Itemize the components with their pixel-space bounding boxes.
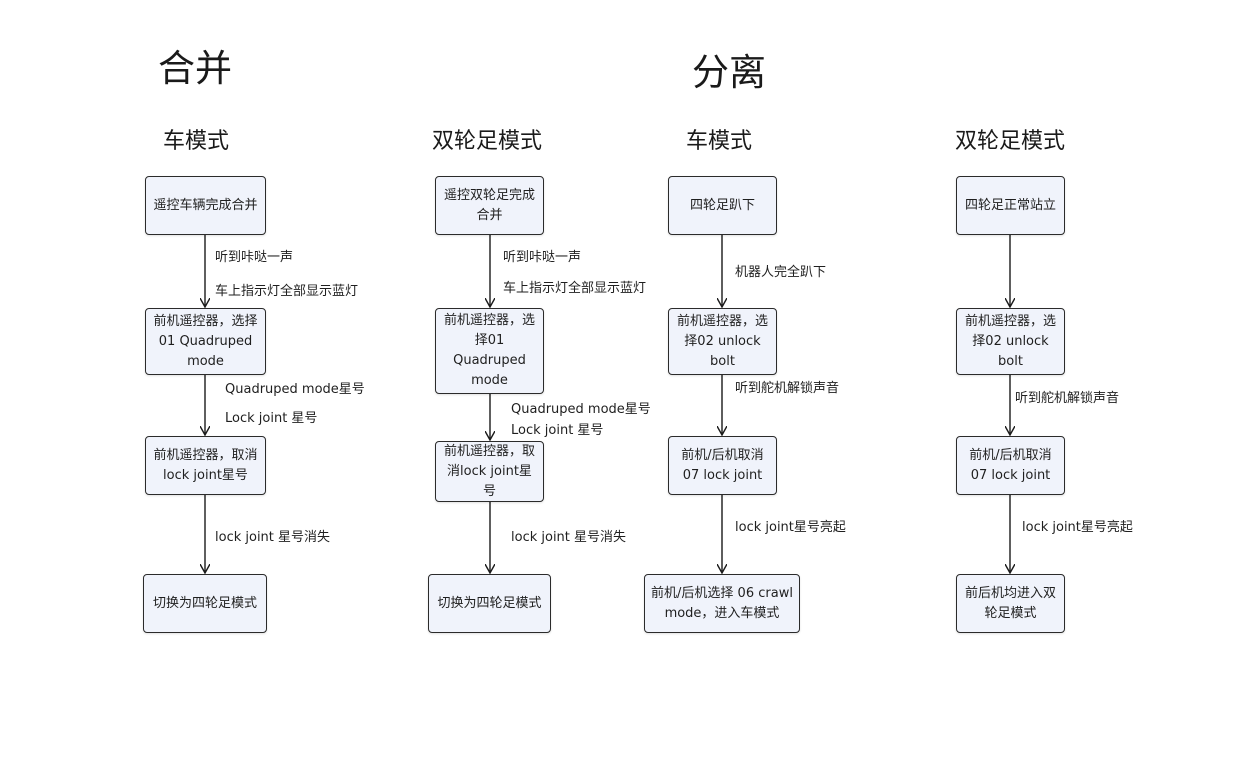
edge-label-merge-car-2a: Quadruped mode星号 — [225, 382, 365, 397]
flow-node-merge-car-1: 遥控车辆完成合并 — [145, 176, 266, 235]
flow-node-merge-biped-3: 前机遥控器，取消lock joint星号 — [435, 441, 544, 502]
flow-node-split-car-4: 前机/后机选择 06 crawl mode，进入车模式 — [644, 574, 800, 633]
flow-node-split-biped-1: 四轮足正常站立 — [956, 176, 1065, 235]
flow-node-merge-car-3: 前机遥控器，取消lock joint星号 — [145, 436, 266, 495]
edge-label-merge-car-2b: Lock joint 星号 — [225, 411, 318, 426]
flow-node-merge-biped-1: 遥控双轮足完成合并 — [435, 176, 544, 235]
edge-label-split-biped-1: 听到舵机解锁声音 — [1015, 391, 1120, 406]
flow-node-merge-car-4: 切换为四轮足模式 — [143, 574, 267, 633]
section-title-split: 分离 — [692, 51, 766, 94]
edge-label-merge-biped-2b: Lock joint 星号 — [511, 423, 604, 438]
edge-label-merge-biped-1b: 车上指示灯全部显示蓝灯 — [503, 281, 647, 296]
edge-label-split-biped-2: lock joint星号亮起 — [1022, 520, 1133, 535]
flow-node-merge-biped-4: 切换为四轮足模式 — [428, 574, 551, 633]
flow-node-split-car-1: 四轮足趴下 — [668, 176, 777, 235]
edge-label-merge-car-1b: 车上指示灯全部显示蓝灯 — [215, 284, 359, 299]
flow-node-split-car-3: 前机/后机取消07 lock joint — [668, 436, 777, 495]
edge-label-merge-car-1a: 听到咔哒一声 — [215, 250, 294, 265]
flow-node-merge-biped-2: 前机遥控器，选择01 Quadruped mode — [435, 308, 544, 394]
edge-label-split-car-1: 机器人完全趴下 — [735, 265, 827, 280]
edge-label-split-car-3: lock joint星号亮起 — [735, 520, 846, 535]
section-title-merge: 合并 — [158, 47, 232, 90]
edge-label-merge-biped-2a: Quadruped mode星号 — [511, 402, 651, 417]
column-title-split-biped: 双轮足模式 — [955, 129, 1066, 154]
edge-label-split-car-2: 听到舵机解锁声音 — [735, 381, 840, 396]
column-title-split-car: 车模式 — [686, 129, 753, 154]
flow-node-split-biped-3: 前机/后机取消07 lock joint — [956, 436, 1065, 495]
flow-node-split-biped-4: 前后机均进入双轮足模式 — [956, 574, 1065, 633]
flow-node-merge-car-2: 前机遥控器，选择01 Quadruped mode — [145, 308, 266, 375]
column-title-merge-biped: 双轮足模式 — [432, 129, 543, 154]
edge-label-merge-car-3: lock joint 星号消失 — [215, 530, 331, 545]
edge-label-merge-biped-3: lock joint 星号消失 — [511, 530, 627, 545]
flow-node-split-biped-2: 前机遥控器，选择02 unlock bolt — [956, 308, 1065, 375]
column-title-merge-car: 车模式 — [163, 129, 230, 154]
flow-node-split-car-2: 前机遥控器，选择02 unlock bolt — [668, 308, 777, 375]
edge-label-merge-biped-1a: 听到咔哒一声 — [503, 250, 582, 265]
